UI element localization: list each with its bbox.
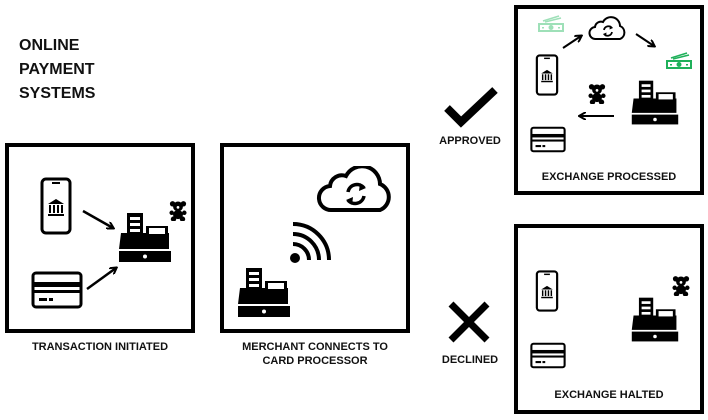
- decision-label-declined: DECLINED: [441, 354, 499, 366]
- phone-bank-icon: [535, 270, 559, 312]
- cash-register-icon: [630, 297, 680, 343]
- teddy-bear-icon: [672, 276, 690, 296]
- outcome-caption-exchange-processed: EXCHANGE PROCESSED: [541, 171, 677, 183]
- wireless-signal-icon: [290, 222, 331, 263]
- step-caption-merchant-connects: MERCHANT CONNECTS TO CARD PROCESSOR: [242, 341, 388, 367]
- step-caption-transaction-initiated: TRANSACTION INITIATED: [31, 341, 169, 353]
- decision-label-approved: APPROVED: [439, 135, 501, 147]
- credit-card-icon: [530, 342, 566, 369]
- x-mark-icon: [448, 301, 490, 343]
- page-title: ONLINE PAYMENT SYSTEMS: [19, 37, 96, 102]
- checkmark-icon: [444, 87, 498, 128]
- step-transaction-initiated-panel: [5, 143, 195, 333]
- outcome-caption-exchange-halted: EXCHANGE HALTED: [554, 389, 664, 401]
